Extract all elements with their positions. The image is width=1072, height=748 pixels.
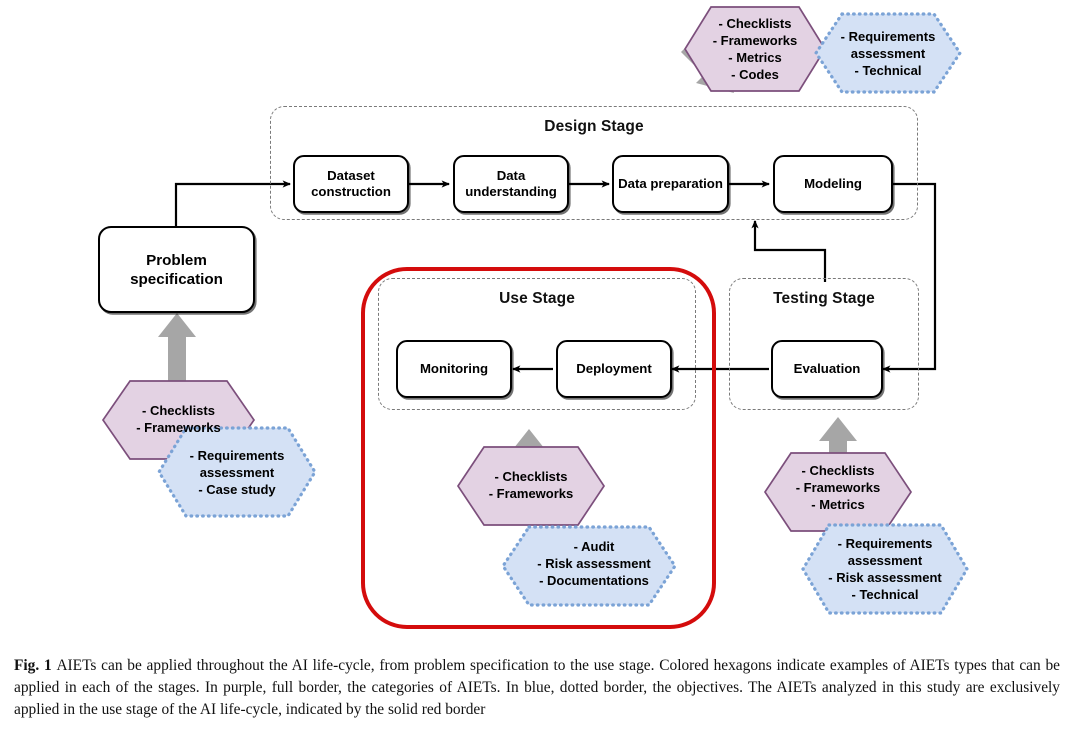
box-data-understanding-label: Data understanding <box>465 167 557 200</box>
hexagon-design-objectives <box>814 12 962 94</box>
hexagon-problem-objectives-label: - Requirements assessment - Case study <box>189 448 285 497</box>
stage-use-title: Use Stage <box>499 290 575 307</box>
hexagon-problem-categories-label: - Checklists - Frameworks <box>136 403 221 435</box>
hexagon-testing-categories-label: - Checklists - Frameworks - Metrics <box>795 463 881 512</box>
box-data-preparation[interactable]: Data preparation <box>612 155 729 213</box>
box-deployment[interactable]: Deployment <box>556 340 672 398</box>
box-modeling-label: Modeling <box>804 175 862 191</box>
stage-design: Design Stage <box>270 106 918 220</box>
flow-connectors <box>174 180 937 373</box>
arrow-problem-to-dataset <box>174 180 291 226</box>
box-problem-specification-label: Problem specification <box>130 251 223 288</box>
arrow-modeling-to-evaluation <box>882 182 937 373</box>
figure-caption-label: Fig. 1 <box>14 657 57 674</box>
use-stage-red-highlight <box>361 267 716 629</box>
box-monitoring[interactable]: Monitoring <box>396 340 512 398</box>
hexagons-objectives <box>157 12 969 615</box>
box-dataset-construction-label: Dataset construction <box>311 167 391 200</box>
hexagons-categories <box>101 6 913 532</box>
figure-caption-text: AIETs can be applied throughout the AI l… <box>14 657 1060 718</box>
stage-testing-title: Testing Stage <box>773 290 875 307</box>
hexagon-design-categories-label: - Checklists - Frameworks - Metrics - Co… <box>712 16 798 82</box>
box-data-preparation-label: Data preparation <box>618 175 723 191</box>
stage-design-title: Design Stage <box>544 118 644 135</box>
stage-testing: Testing Stage <box>729 278 919 410</box>
arrow-evaluation-feedback-to-modeling <box>751 220 827 282</box>
box-problem-specification[interactable]: Problem specification <box>98 226 255 313</box>
hexagon-use-objectives-label: - Audit - Risk assessment - Documentatio… <box>537 539 651 588</box>
hexagon-testing-objectives <box>801 523 969 615</box>
box-evaluation-label: Evaluation <box>793 360 861 376</box>
box-data-understanding[interactable]: Data understanding <box>453 155 569 213</box>
hexagon-design-objectives-label: - Requirements assessment - Technical <box>840 29 936 78</box>
hexagon-use-categories-label: - Checklists - Frameworks <box>488 469 574 501</box>
box-dataset-construction[interactable]: Dataset construction <box>293 155 409 213</box>
box-deployment-label: Deployment <box>576 360 652 376</box>
hexagon-design-categories <box>684 6 826 92</box>
stage-use: Use Stage <box>378 278 696 410</box>
box-modeling[interactable]: Modeling <box>773 155 893 213</box>
gray-arrow-problem-specification <box>158 313 196 383</box>
figure-caption: Fig. 1 AIETs can be applied throughout t… <box>14 655 1060 721</box>
box-monitoring-label: Monitoring <box>419 360 489 376</box>
hexagon-use-categories <box>456 446 606 526</box>
box-evaluation[interactable]: Evaluation <box>771 340 883 398</box>
hexagon-use-objectives <box>501 525 677 607</box>
gray-arrow-testing-stage <box>819 417 857 487</box>
hexagon-testing-objectives-label: - Requirements assessment - Risk assessm… <box>828 536 942 602</box>
hexagon-problem-objectives <box>157 426 317 518</box>
